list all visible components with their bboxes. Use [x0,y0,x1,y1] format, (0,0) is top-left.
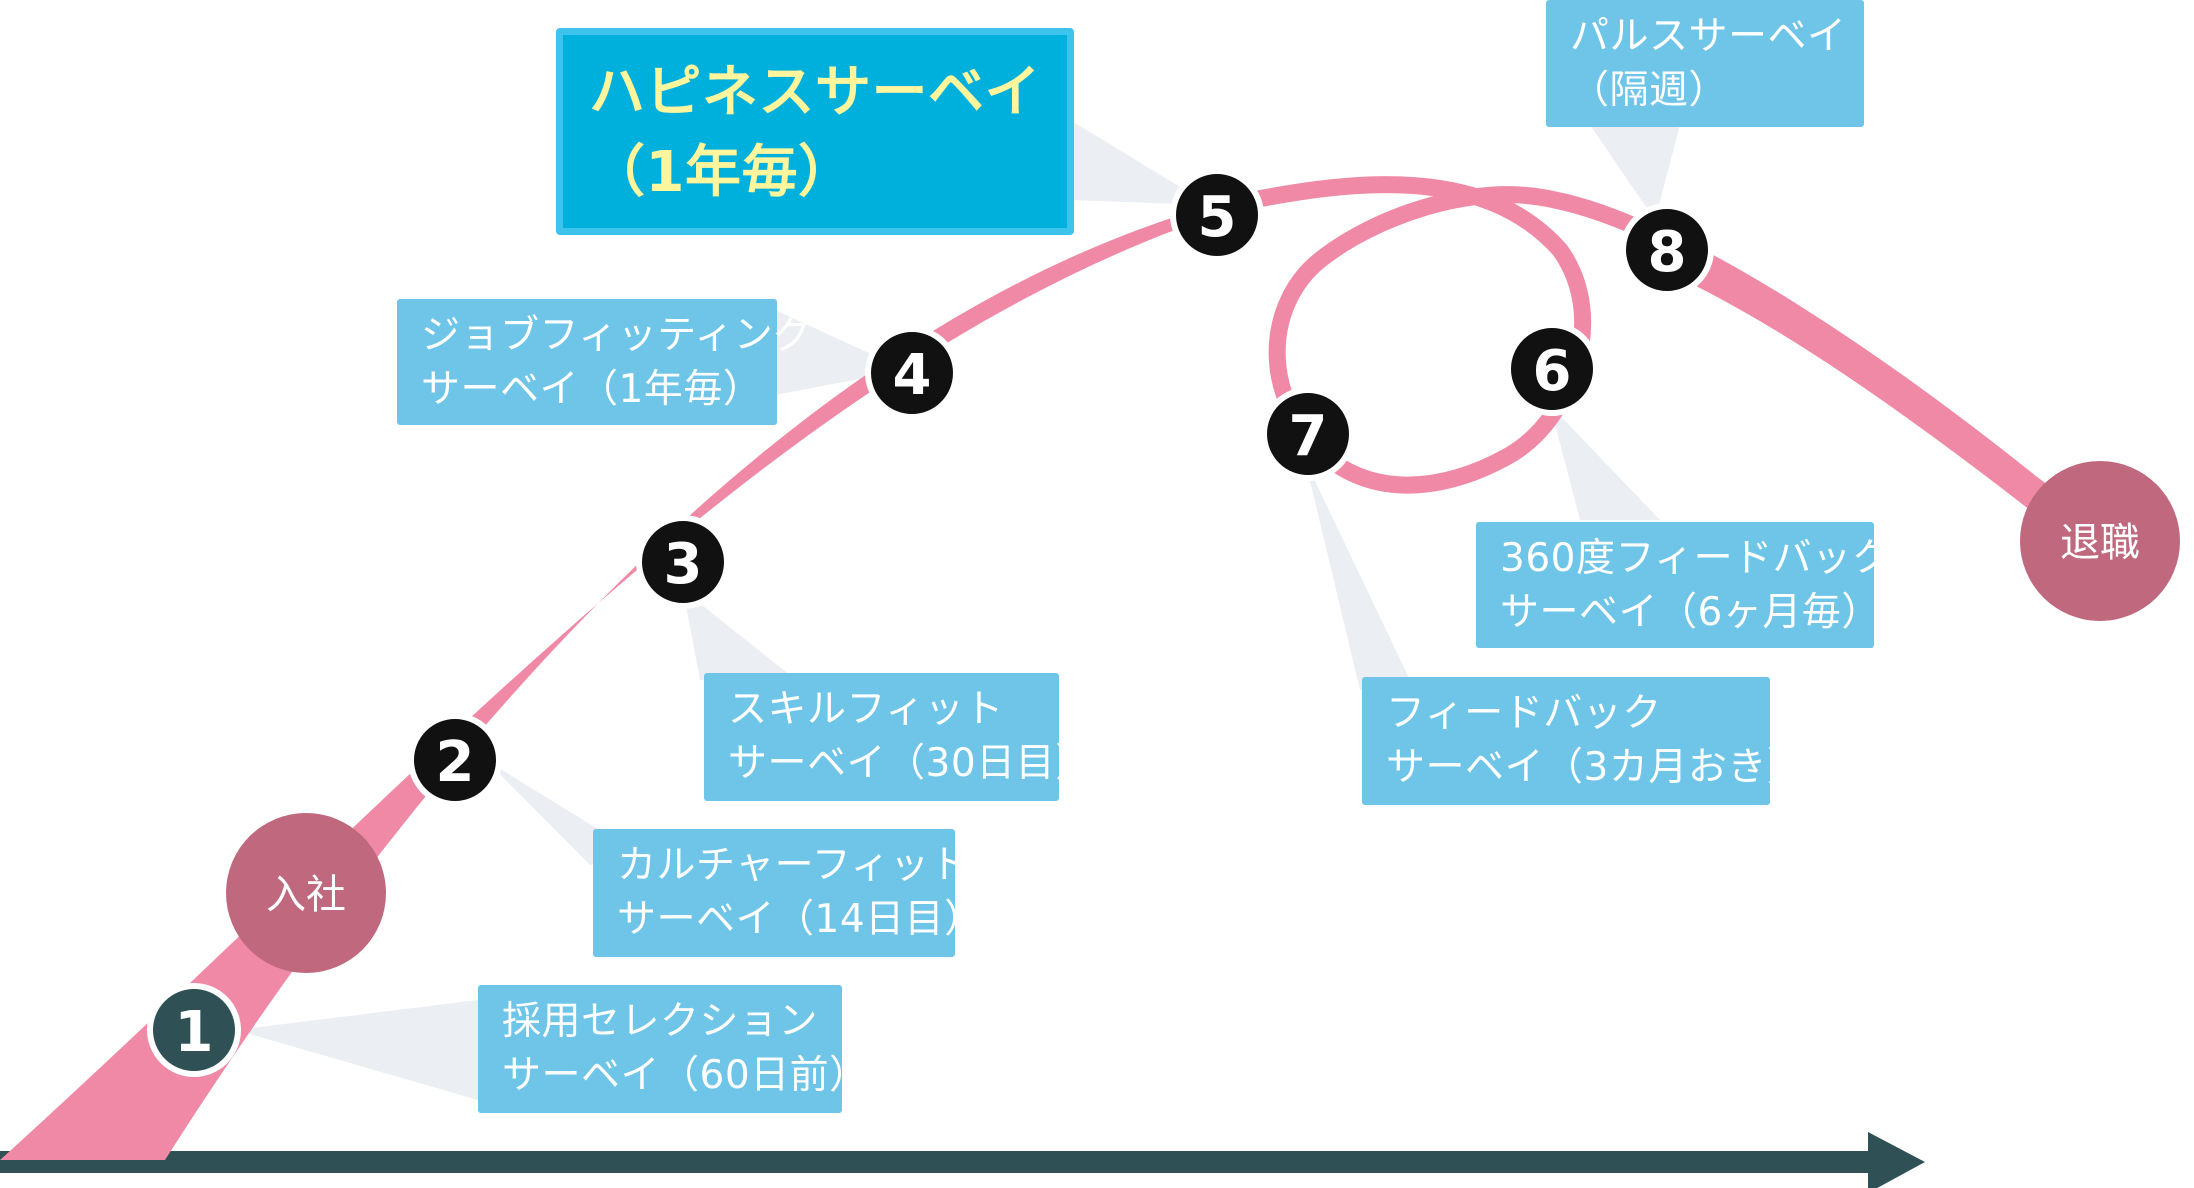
callout-3-line1: スキルフィット [728,687,1004,732]
pointer-8 [1590,125,1680,220]
start-label: 入社 [266,872,346,918]
marker-1: 1 [147,983,241,1077]
callout-2: カルチャーフィット サーベイ（14日目） [593,829,984,957]
marker-3: 3 [636,515,730,609]
marker-3-number: 3 [664,532,703,597]
callout-4-line1: ジョブフィッティング [421,313,813,358]
marker-4-number: 4 [893,343,932,408]
callout-3-line2: サーベイ（30日目） [728,741,1095,786]
start-circle [226,813,386,973]
callout-7-line1: フィードバック [1386,691,1662,736]
marker-6: 6 [1505,322,1599,416]
callout-5-highlight: ハピネスサーベイ （1年毎） [556,28,1074,235]
callout-6-line2: サーベイ（6ヶ月毎） [1500,590,1881,635]
marker-8: 8 [1620,203,1714,297]
callout-6-line1: 360度フィードバック [1500,536,1892,581]
start-endpoint: 入社 [226,813,386,973]
callout-5-line1: ハピネスサーベイ [589,60,1041,125]
callout-1-line2: サーベイ（60日前） [502,1053,869,1098]
callout-3: スキルフィット サーベイ（30日目） [704,673,1095,801]
markers: 1 2 3 4 5 6 7 [147,168,1714,1077]
marker-2: 2 [408,713,502,807]
callout-1-line1: 採用セレクション [502,999,819,1044]
axis-arrowhead [1868,1132,1925,1188]
callout-pointers [236,120,1680,1100]
end-endpoint: 退職 [2020,461,2180,621]
pointer-5 [1070,120,1210,205]
marker-6-number: 6 [1533,339,1572,404]
end-label: 退職 [2060,520,2140,566]
marker-7-number: 7 [1289,404,1328,469]
callout-4-line2: サーベイ（1年毎） [421,367,763,412]
timeline-axis [0,1132,1925,1188]
end-circle [2020,461,2180,621]
callout-5-line2: （1年毎） [589,140,855,205]
marker-5: 5 [1170,168,1264,262]
callout-2-line2: サーベイ（14日目） [617,897,984,942]
callout-2-line1: カルチャーフィット [617,843,969,888]
marker-2-number: 2 [436,730,475,795]
callout-7: フィードバック サーベイ（3カ月おき） [1362,677,1807,805]
marker-8-number: 8 [1648,220,1687,285]
marker-5-number: 5 [1198,185,1237,250]
callout-6: 360度フィードバック サーベイ（6ヶ月毎） [1476,522,1892,648]
callout-8-line2: （隔週） [1570,68,1729,113]
callout-1: 採用セレクション サーベイ（60日前） [478,985,869,1113]
marker-4: 4 [865,326,959,420]
callout-8: パルスサーベイ （隔週） [1546,0,1864,127]
marker-1-number: 1 [175,1000,214,1065]
callout-8-line1: パルスサーベイ [1570,14,1847,59]
callout-4: ジョブフィッティング サーベイ（1年毎） [397,299,813,425]
marker-7: 7 [1261,387,1355,481]
callout-7-line2: サーベイ（3カ月おき） [1386,745,1807,790]
pointer-3 [683,590,790,680]
curve-descent [1645,238,2100,565]
axis-line [0,1151,1880,1173]
pointer-7 [1305,460,1410,690]
pointer-6 [1550,405,1660,520]
pointer-1 [236,1000,478,1100]
